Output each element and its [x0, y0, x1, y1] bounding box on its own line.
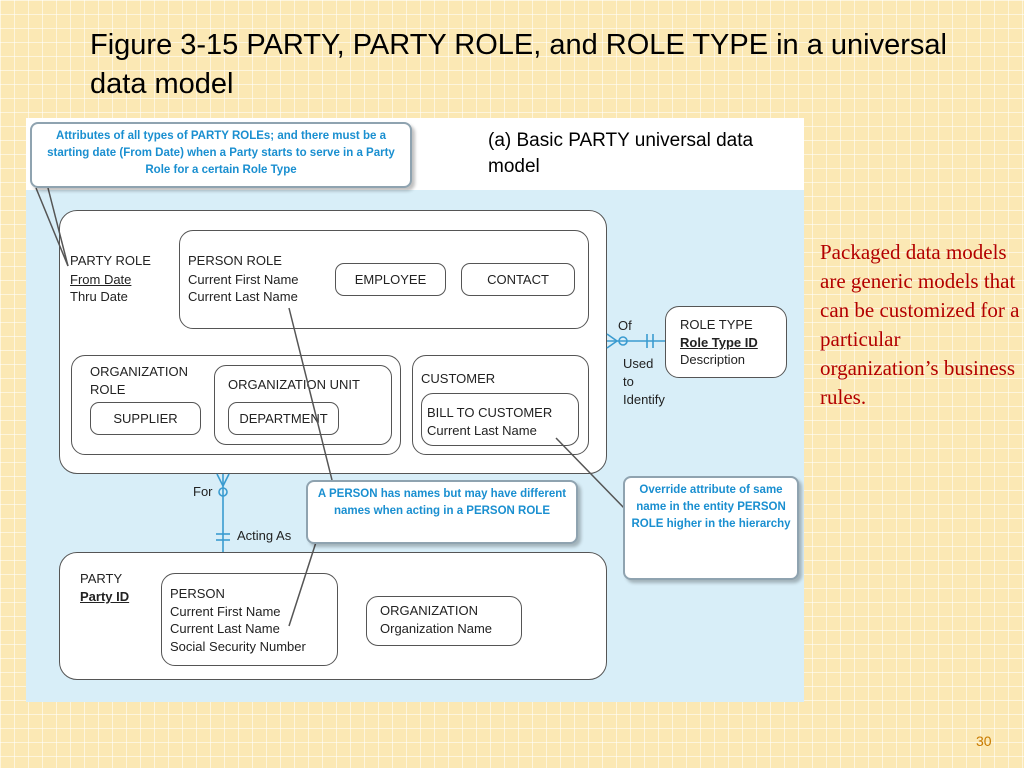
person-entity — [161, 573, 338, 666]
role-type-attr: Description — [680, 352, 746, 367]
rel-label-for: For — [193, 484, 213, 499]
figure-subtitle: (a) Basic PARTY universal data model — [488, 130, 754, 177]
rel-label-acting-as: Acting As — [237, 528, 292, 543]
rel-label-identify: Identify — [623, 392, 665, 407]
rel-label-of: Of — [618, 318, 632, 333]
customer-name: CUSTOMER — [421, 371, 496, 386]
party-role-key: From Date — [70, 272, 132, 287]
callout-party-role-attributes: Attributes of all types of PARTY ROLEs; … — [30, 122, 412, 188]
slide-title: Figure 3-15 PARTY, PARTY ROLE, and ROLE … — [90, 29, 947, 100]
callout-person-names: A PERSON has names but may have differen… — [306, 480, 578, 544]
side-note: Packaged data models are generic models … — [820, 240, 1020, 409]
bill-to-customer-attr: Current Last Name — [427, 423, 537, 438]
person-role-attr-first: Current First Name — [188, 272, 299, 287]
er-diagram-figure: (a) Basic PARTY universal data model PAR… — [26, 118, 804, 702]
page-number: 30 — [976, 733, 992, 749]
person-role-name: PERSON ROLE — [188, 253, 282, 268]
relationship-lines — [35, 187, 665, 627]
rel-label-to: to — [623, 374, 634, 389]
bill-to-customer-entity — [421, 393, 579, 446]
person-attr-first: Current First Name — [170, 604, 281, 619]
callout-override-attribute: Override attribute of same name in the e… — [623, 476, 799, 580]
bill-to-customer-name: BILL TO CUSTOMER — [427, 405, 553, 420]
role-type-name: ROLE TYPE — [680, 317, 753, 332]
person-attr-ssn: Social Security Number — [170, 639, 306, 654]
contact-entity: CONTACT — [461, 263, 575, 296]
person-name: PERSON — [170, 586, 225, 601]
person-attr-last: Current Last Name — [170, 621, 280, 636]
organization-entity — [366, 596, 522, 646]
organization-unit-name: ORGANIZATION UNIT — [228, 377, 360, 392]
employee-entity: EMPLOYEE — [335, 263, 446, 296]
organization-name: ORGANIZATION — [380, 603, 478, 618]
person-role-attr-last: Current Last Name — [188, 289, 298, 304]
organization-attr: Organization Name — [380, 621, 492, 636]
rel-label-used: Used — [623, 356, 654, 371]
department-entity: DEPARTMENT — [228, 402, 339, 435]
organization-role-name-line1: ORGANIZATION — [90, 364, 188, 379]
party-role-attr: Thru Date — [70, 289, 128, 304]
party-name: PARTY — [80, 571, 123, 586]
role-type-key: Role Type ID — [680, 335, 758, 350]
party-role-name: PARTY ROLE — [70, 253, 151, 268]
organization-role-name-line2: ROLE — [90, 382, 126, 397]
role-type-entity — [665, 306, 787, 378]
party-key: Party ID — [80, 589, 130, 604]
supplier-entity: SUPPLIER — [90, 402, 201, 435]
